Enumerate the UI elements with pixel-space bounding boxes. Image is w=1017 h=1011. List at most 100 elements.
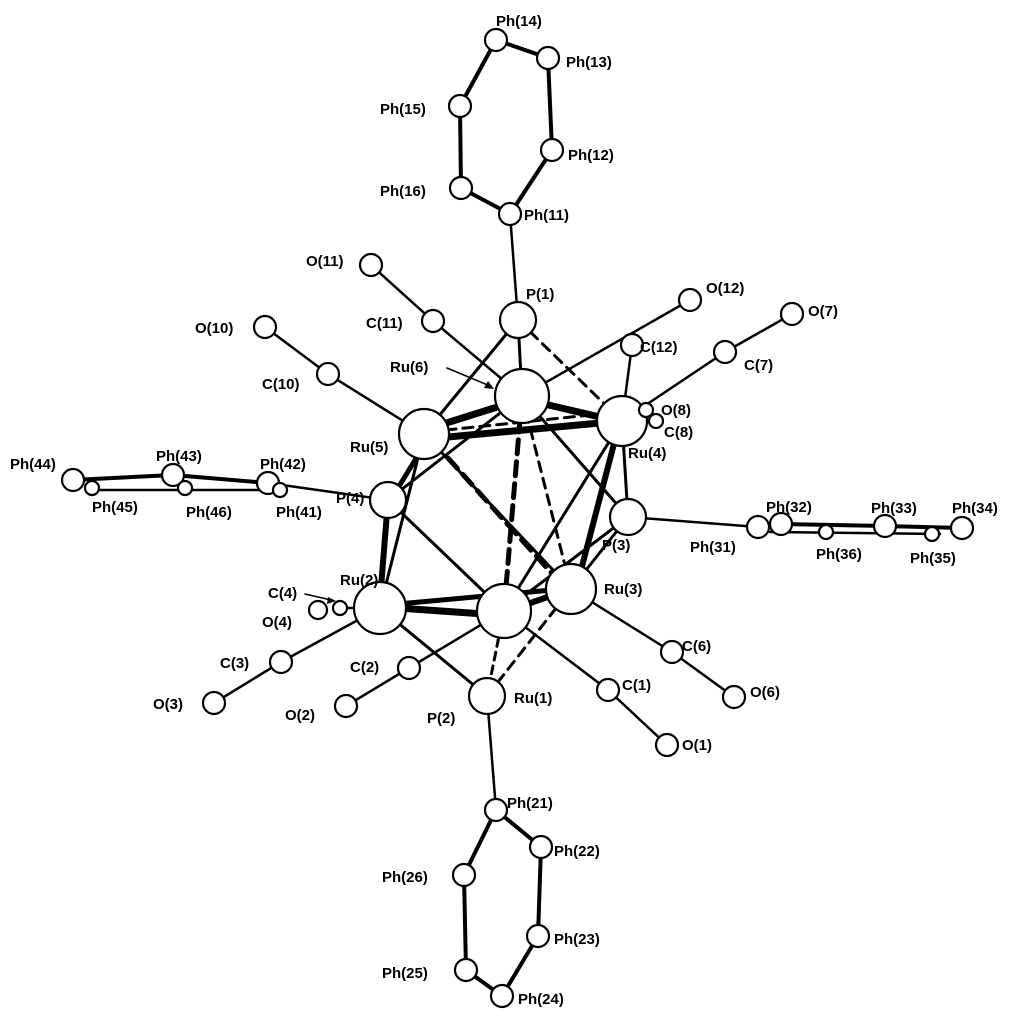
bond-c7-o7: [723, 312, 794, 354]
label-ph12: Ph(12): [568, 147, 614, 164]
arrow-c4-head: [327, 597, 336, 604]
atom-ph32: [768, 511, 794, 537]
atom-ph14: [483, 27, 509, 53]
bond-ph12-ph11: [508, 148, 554, 216]
arrow-ru6-head: [484, 381, 494, 389]
bond-ru6-ru3-dashed: [520, 394, 573, 591]
atom-ph34: [949, 515, 975, 541]
bond-ph44-ph43: [71, 473, 175, 482]
atom-ph31: [745, 514, 771, 540]
bond-ph15-ph14: [458, 38, 498, 108]
label-p4: P(4): [336, 490, 364, 507]
label-c11: C(11): [366, 315, 403, 332]
atom-c4: [331, 599, 349, 617]
atom-c2: [396, 655, 422, 681]
atom-ph25: [453, 957, 479, 983]
label-ph45: Ph(45): [92, 499, 138, 516]
label-ph16: Ph(16): [380, 183, 426, 200]
atom-o1: [654, 732, 680, 758]
atom-ph26: [451, 862, 477, 888]
bond-c2-o2: [344, 666, 411, 708]
label-ph24: Ph(24): [518, 991, 564, 1008]
bond-ph22-ph23: [536, 845, 543, 938]
bond-ru5-ru2: [378, 432, 426, 610]
label-ph21: Ph(21): [507, 795, 553, 812]
label-ph34: Ph(34): [952, 500, 998, 517]
label-ph36: Ph(36): [816, 546, 862, 563]
label-ru1: Ru(1): [514, 690, 552, 707]
bond-c1-o1: [606, 688, 669, 747]
atom-ph13: [535, 45, 561, 71]
label-p3: P(3): [602, 537, 630, 554]
atom-ph41: [271, 481, 289, 499]
bond-ph13-ph12: [546, 56, 554, 152]
label-ph15: Ph(15): [380, 101, 426, 118]
label-c3: C(3): [220, 655, 249, 672]
bond-ru6-ru1-dashed: [501, 393, 525, 614]
atom-p2: [467, 676, 507, 716]
atom-o7: [779, 301, 805, 327]
atom-c11: [420, 308, 446, 334]
atom-c6: [659, 639, 685, 665]
label-ph22: Ph(22): [554, 843, 600, 860]
label-p1: P(1): [526, 286, 554, 303]
atom-ru4: [595, 394, 649, 448]
label-o10: O(10): [195, 320, 233, 337]
atom-o10: [252, 314, 278, 340]
label-ph44: Ph(44): [10, 456, 56, 473]
label-c7: C(7): [744, 357, 773, 374]
label-c10: C(10): [262, 376, 300, 393]
atom-p4: [368, 480, 408, 520]
atom-ph24: [489, 983, 515, 1009]
atom-ph33: [872, 513, 898, 539]
bond-ru2-ru1: [394, 604, 488, 618]
atom-ru3: [544, 562, 598, 616]
bond-ph43-ph42: [171, 473, 270, 485]
atom-o3: [201, 690, 227, 716]
atom-o4: [307, 599, 329, 621]
atoms: [60, 27, 975, 1009]
bond-c10-o10: [263, 325, 330, 376]
label-ru4: Ru(4): [628, 445, 666, 462]
atom-c7: [712, 339, 738, 365]
atom-labels: Ph(14) Ph(13) Ph(15) Ph(12) Ph(16) Ph(11…: [10, 13, 998, 1008]
arrow-ru6-label: [446, 367, 491, 387]
atom-c1: [595, 677, 621, 703]
bond-ru6-p4: [386, 394, 524, 502]
atom-c10: [315, 361, 341, 387]
label-c8: C(8): [664, 424, 693, 441]
atom-ph11: [497, 201, 523, 227]
label-arrows: [304, 367, 494, 604]
label-o11: O(11): [306, 253, 344, 270]
atom-ph16: [448, 175, 474, 201]
label-ph41: Ph(41): [276, 504, 322, 521]
bond-ru5-ru3-dashed: [445, 455, 559, 581]
atom-ru1: [475, 582, 533, 640]
atom-ph12: [539, 137, 565, 163]
label-ph46: Ph(46): [186, 504, 232, 521]
atom-ph23: [525, 923, 551, 949]
bond-c6-o6: [670, 650, 736, 699]
atom-ph45: [83, 479, 101, 497]
label-p2: P(2): [427, 710, 455, 727]
label-o7: O(7): [808, 303, 838, 320]
label-ph14: Ph(14): [496, 13, 542, 30]
label-c6: C(6): [682, 638, 711, 655]
atom-ru5: [397, 407, 451, 461]
atom-ru6: [493, 367, 551, 425]
bond-ph36-ph35: [768, 530, 942, 536]
label-ph31: Ph(31): [690, 539, 736, 556]
bond-c11-o11: [369, 263, 435, 323]
atom-c3: [268, 649, 294, 675]
label-ph32: Ph(32): [766, 499, 812, 516]
label-ru2: Ru(2): [340, 572, 378, 589]
label-ph25: Ph(25): [382, 965, 428, 982]
bond-ph32-ph33: [779, 522, 887, 528]
atom-ph36: [817, 523, 835, 541]
label-ph43: Ph(43): [156, 448, 202, 465]
label-ru6: Ru(6): [390, 359, 428, 376]
label-ph26: Ph(26): [382, 869, 428, 886]
label-ph35: Ph(35): [910, 550, 956, 567]
atom-o8: [637, 401, 655, 419]
